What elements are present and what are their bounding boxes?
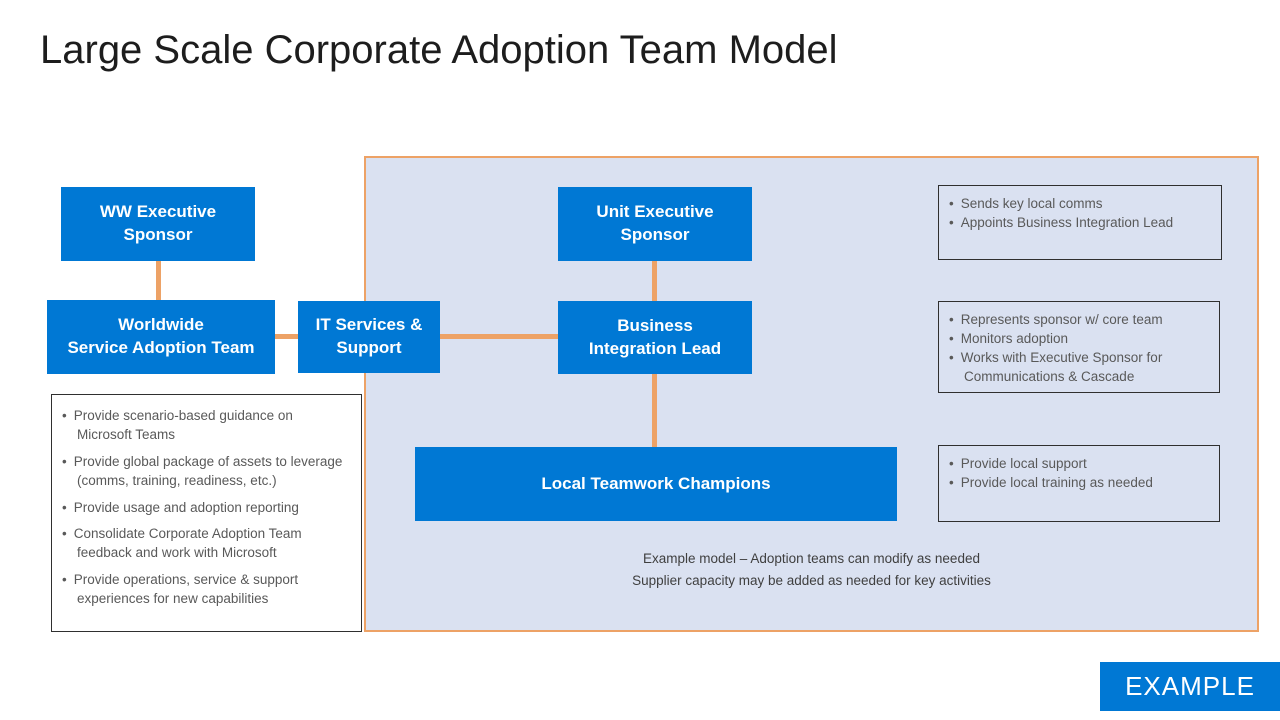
bullet-item: Provide local training as needed <box>949 474 1209 493</box>
bullet-item: Provide usage and adoption reporting <box>62 499 351 518</box>
org-box-unit-executive-sponsor: Unit Executive Sponsor <box>558 187 752 261</box>
bullet-item: Works with Executive Sponsor for Communi… <box>949 349 1209 387</box>
panel-caption-line1: Example model – Adoption teams can modif… <box>643 551 980 566</box>
bullet-list: Provide local supportProvide local train… <box>949 455 1209 493</box>
org-box-worldwide-service-adoption-team: Worldwide Service Adoption Team <box>47 300 275 374</box>
bullet-item: Appoints Business Integration Lead <box>949 214 1211 233</box>
note-integration-lead-responsibilities: Represents sponsor w/ core teamMonitors … <box>938 301 1220 393</box>
note-worldwide-team-responsibilities: Provide scenario-based guidance on Micro… <box>51 394 362 632</box>
org-box-local-teamwork-champions: Local Teamwork Champions <box>415 447 897 521</box>
connector-ww-to-worldwide-team <box>156 261 161 301</box>
bullet-list: Provide scenario-based guidance on Micro… <box>62 407 351 609</box>
example-badge: EXAMPLE <box>1100 662 1280 711</box>
connector-unit-to-integration-lead <box>652 261 657 301</box>
bullet-item: Provide local support <box>949 455 1209 474</box>
bullet-item: Represents sponsor w/ core team <box>949 311 1209 330</box>
panel-caption-line2: Supplier capacity may be added as needed… <box>632 573 991 588</box>
connector-integration-lead-to-champions <box>652 374 657 447</box>
bullet-item: Provide scenario-based guidance on Micro… <box>62 407 351 445</box>
unit-team-panel <box>364 156 1259 632</box>
note-champions-responsibilities: Provide local supportProvide local train… <box>938 445 1220 522</box>
bullet-list: Sends key local commsAppoints Business I… <box>949 195 1211 233</box>
bullet-item: Monitors adoption <box>949 330 1209 349</box>
page-title: Large Scale Corporate Adoption Team Mode… <box>40 28 838 72</box>
bullet-list: Represents sponsor w/ core teamMonitors … <box>949 311 1209 387</box>
bullet-item: Consolidate Corporate Adoption Team feed… <box>62 525 351 563</box>
bullet-item: Provide operations, service & support ex… <box>62 571 351 609</box>
bullet-item: Provide global package of assets to leve… <box>62 453 351 491</box>
note-unit-sponsor-responsibilities: Sends key local commsAppoints Business I… <box>938 185 1222 260</box>
bullet-item: Sends key local comms <box>949 195 1211 214</box>
org-box-business-integration-lead: Business Integration Lead <box>558 301 752 374</box>
org-box-it-services-support: IT Services & Support <box>298 301 440 373</box>
org-box-ww-executive-sponsor: WW Executive Sponsor <box>61 187 255 261</box>
